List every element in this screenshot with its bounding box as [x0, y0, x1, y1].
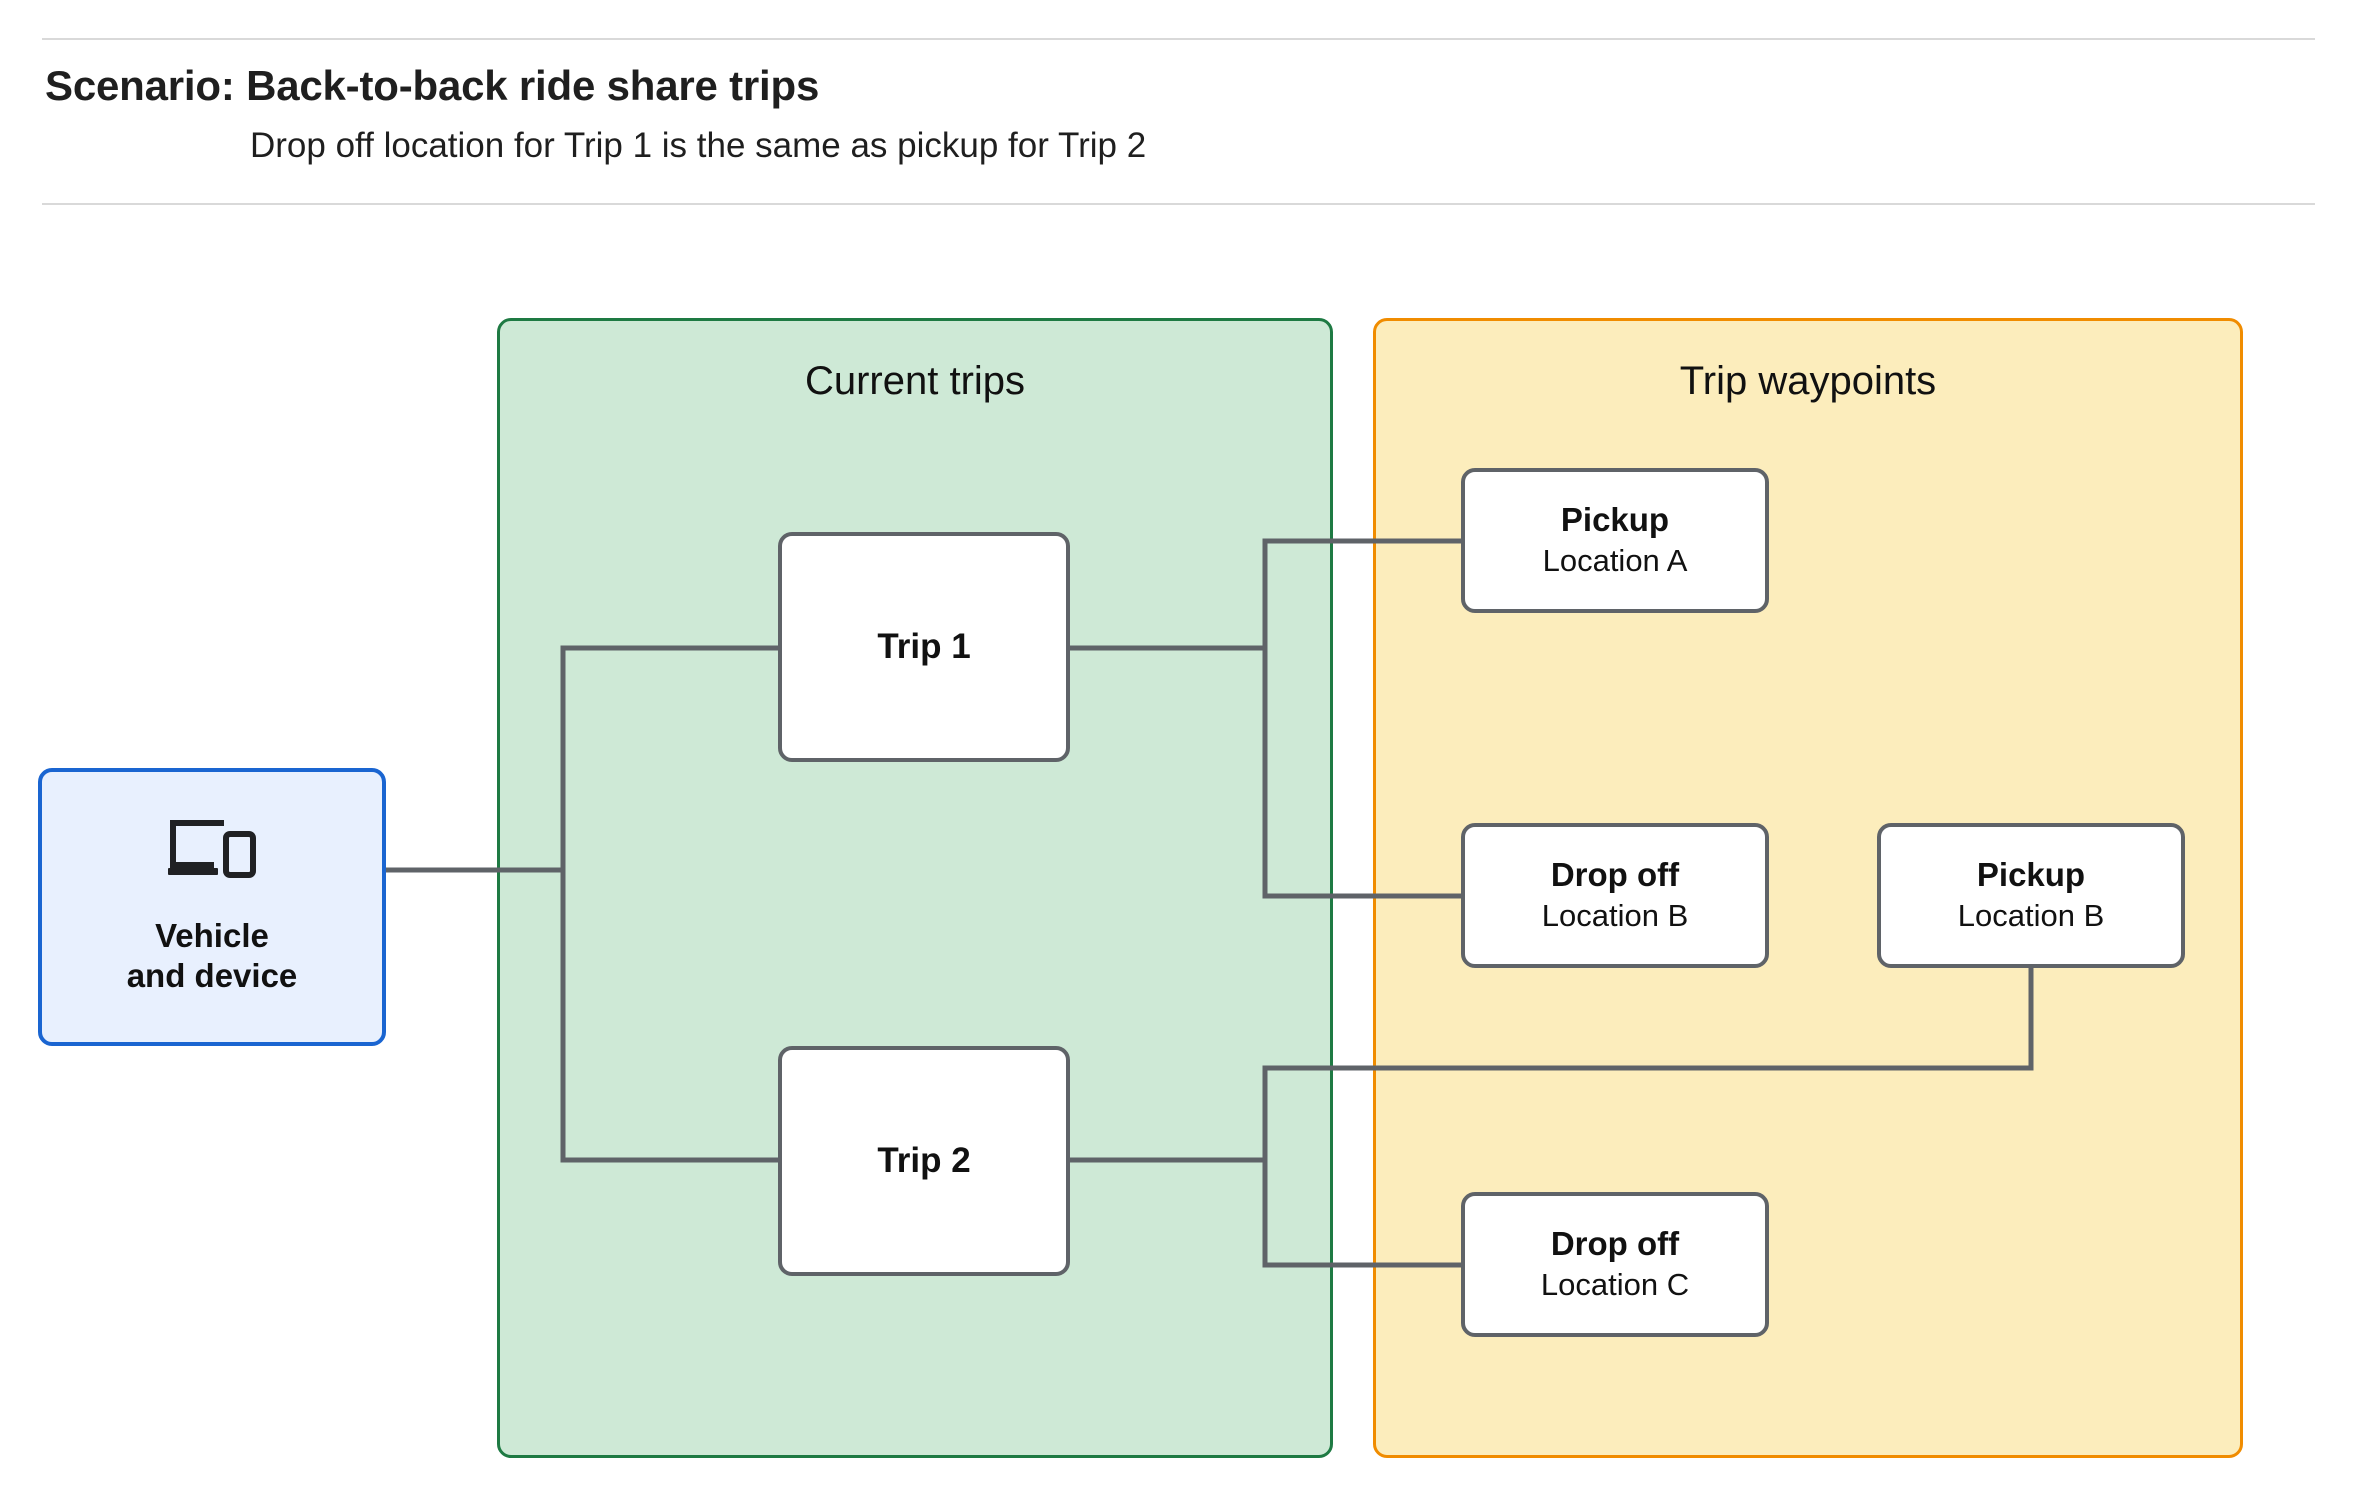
node-vehicle-and-device[interactable]: Vehicle and device — [38, 768, 386, 1046]
header-divider-top — [42, 38, 2315, 40]
header-divider-bottom — [42, 203, 2315, 205]
node-trip-1[interactable]: Trip 1 — [778, 532, 1070, 762]
node-trip-2-label: Trip 2 — [877, 1140, 971, 1180]
waypoint-dropoff-c-type: Drop off — [1550, 1225, 1680, 1263]
vehicle-node-label: Vehicle and device — [126, 916, 298, 994]
waypoint-dropoff-c-location: Location C — [1540, 1267, 1690, 1303]
panel-current-trips-title: Current trips — [804, 359, 1026, 403]
waypoint-pickup-a-type: Pickup — [1560, 501, 1670, 539]
panel-trip-waypoints-title: Trip waypoints — [1679, 359, 1937, 403]
panel-current-trips: Current trips — [497, 318, 1333, 1458]
node-waypoint-dropoff-c[interactable]: Drop off Location C — [1461, 1192, 1769, 1337]
node-waypoint-pickup-b[interactable]: Pickup Location B — [1877, 823, 2185, 968]
node-trip-1-label: Trip 1 — [877, 626, 971, 666]
waypoint-pickup-b-location: Location B — [1957, 898, 2105, 934]
waypoint-dropoff-b-location: Location B — [1541, 898, 1689, 934]
waypoint-pickup-a-location: Location A — [1542, 543, 1688, 579]
node-waypoint-dropoff-b[interactable]: Drop off Location B — [1461, 823, 1769, 968]
node-waypoint-pickup-a[interactable]: Pickup Location A — [1461, 468, 1769, 613]
page-title: Scenario: Back-to-back ride share trips — [45, 62, 820, 109]
waypoint-dropoff-b-type: Drop off — [1550, 856, 1680, 894]
waypoint-pickup-b-type: Pickup — [1976, 856, 2086, 894]
page-subtitle: Drop off location for Trip 1 is the same… — [250, 126, 1147, 165]
laptop-and-phone-icon — [168, 819, 256, 878]
node-trip-2[interactable]: Trip 2 — [778, 1046, 1070, 1276]
